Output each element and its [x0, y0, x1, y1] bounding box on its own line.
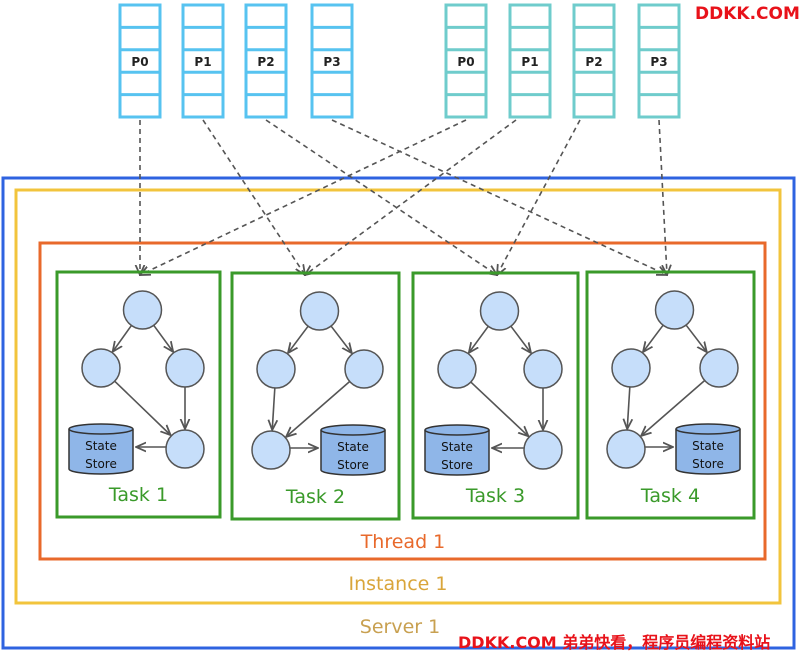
watermark-top: DDKK.COM: [695, 4, 800, 24]
dataflow-edge: [114, 380, 171, 435]
processor-node: [606, 429, 646, 469]
topic-b-partition-p0: P0: [444, 3, 488, 119]
topic-b-partition-p2: P2: [572, 3, 616, 119]
processor-node: [523, 430, 563, 470]
topic-a-partition-p0: P0: [118, 3, 162, 119]
dataflow-edge: [685, 324, 707, 352]
processor-node: [479, 291, 520, 331]
topic-a-partition-p2: P2: [244, 3, 288, 119]
server-label: Server 1: [360, 616, 440, 638]
topic-a-partition-p3: P3: [310, 3, 354, 119]
partition-label: P3: [323, 55, 340, 69]
partition-assignment-arrow: [140, 119, 467, 275]
task-label: Task 3: [465, 485, 525, 507]
task-box: [230, 271, 401, 521]
processor-node: [256, 349, 296, 389]
task-label: Task 2: [285, 486, 345, 508]
processor-node: [344, 349, 384, 389]
task-label: Task 1: [108, 484, 168, 506]
processor-node: [699, 348, 739, 388]
state-store-label-line1: State: [337, 440, 369, 454]
thread-box: [38, 241, 767, 561]
thread-label: Thread 1: [360, 531, 446, 553]
task-box: [55, 270, 222, 519]
partition-label: P2: [585, 55, 602, 69]
dataflow-edge: [470, 381, 529, 436]
processor-node: [299, 291, 340, 331]
partition-assignment-arrow: [658, 119, 667, 275]
topic-b-partition-p1: P1: [508, 3, 552, 119]
processor-node: [122, 290, 163, 330]
task-label: Task 4: [640, 485, 700, 507]
topic-a-partition-p1: P1: [181, 3, 225, 119]
server-box: [1, 176, 796, 650]
state-store-label-line2: Store: [337, 458, 369, 472]
topic-b-partition-p3: P3: [637, 3, 681, 119]
processor-node: [437, 349, 477, 389]
partition-assignment-arrow: [497, 119, 581, 275]
dataflow-edge: [113, 324, 133, 351]
partition-label: P0: [131, 55, 148, 69]
dataflow-edge: [641, 379, 706, 435]
processor-node: [523, 349, 563, 389]
instance-box: [14, 188, 782, 605]
partition-assignment-arrow: [202, 119, 305, 275]
state-store-label-line2: Store: [85, 457, 117, 471]
task-box: [411, 271, 580, 520]
task-box: [585, 270, 756, 520]
partition-assignment-arrow: [305, 119, 517, 275]
processor-node: [81, 348, 121, 388]
processor-node: [165, 429, 205, 469]
state-store-label-line2: Store: [441, 458, 473, 472]
dataflow-edge: [330, 325, 352, 353]
dataflow-edge: [510, 325, 531, 353]
state-store-label-line1: State: [692, 439, 724, 453]
partition-label: P1: [194, 55, 211, 69]
instance-label: Instance 1: [349, 573, 448, 595]
partition-assignment-arrow: [331, 119, 667, 275]
dataflow-edge: [643, 324, 664, 352]
processor-node: [611, 348, 651, 388]
dataflow-edge: [627, 386, 630, 429]
state-store-label-line1: State: [441, 440, 473, 454]
partition-label: P1: [521, 55, 538, 69]
partition-label: P3: [650, 55, 667, 69]
processor-node: [165, 348, 205, 388]
dataflow-edge: [469, 325, 489, 353]
partition-label: P2: [257, 55, 274, 69]
state-store-label-line2: Store: [692, 457, 724, 471]
processor-node: [654, 290, 695, 330]
dataflow-edge: [153, 324, 173, 352]
watermark-bottom: DDKK.COM 弟弟快看，程序员编程资料站: [458, 633, 771, 652]
partition-label: P0: [457, 55, 474, 69]
state-store-label-line1: State: [85, 439, 117, 453]
processor-node: [251, 430, 291, 470]
dataflow-edge: [288, 325, 309, 353]
dataflow-edge: [272, 387, 275, 430]
dataflow-edge: [286, 380, 351, 436]
partition-assignment-arrow: [265, 119, 497, 275]
